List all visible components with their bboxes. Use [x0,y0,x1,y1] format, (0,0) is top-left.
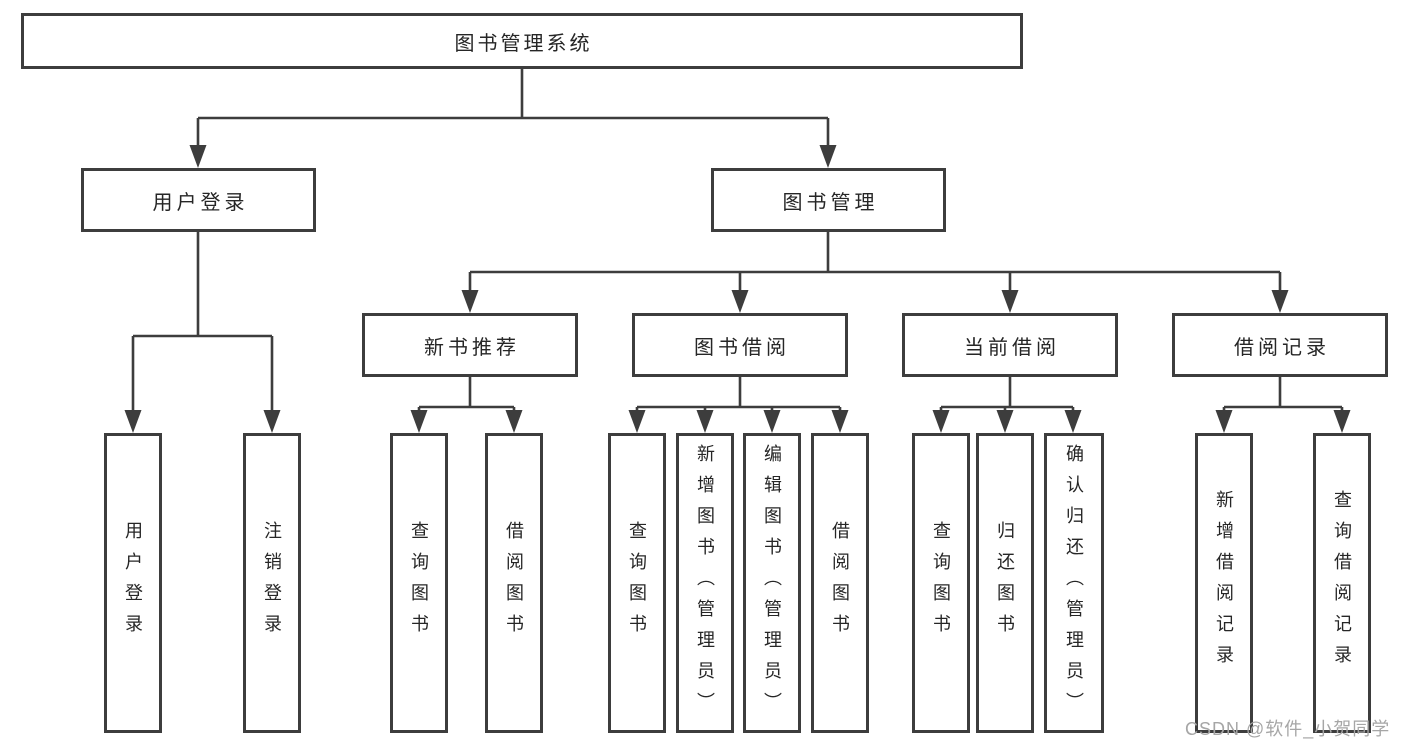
node-root-system: 图书管理系统 [21,13,1023,69]
connector-bookmgmt-to-level3 [468,232,1282,294]
node-borrow-records: 借阅记录 [1172,313,1388,377]
node-label: 借阅记录 [1234,336,1330,359]
node-label: 确认归还（管理员） [1064,443,1084,723]
node-label: 编辑图书（管理员） [762,443,782,723]
node-label: 图书管理 [782,191,879,214]
node-label: 新增图书（管理员） [695,443,715,723]
leaf-query-books-current: 查询图书 [912,433,970,733]
connector-newbooks-to-leaves [417,377,516,414]
connector-borrow-to-leaves [635,377,842,414]
node-label: 归还图书 [995,521,1015,645]
node-user-login: 用户登录 [81,168,316,232]
node-label: 借阅图书 [504,521,524,645]
node-label: 查询图书 [931,521,951,645]
node-book-borrow: 图书借阅 [632,313,848,377]
leaf-edit-books-admin: 编辑图书（管理员） [743,433,801,733]
csdn-watermark: CSDN @软件_小贺同学 [1185,719,1391,739]
node-label: 查询图书 [627,521,647,645]
node-label: 借阅图书 [830,521,850,645]
connector-current-to-leaves [939,377,1075,414]
node-label: 新增借阅记录 [1214,490,1234,676]
node-label: 查询图书 [409,521,429,645]
connector-records-to-leaves [1222,377,1344,414]
leaf-user-login: 用户登录 [104,433,162,733]
leaf-add-books-admin: 新增图书（管理员） [676,433,734,733]
node-label: 用户登录 [152,191,249,214]
leaf-borrow-books-recommend: 借阅图书 [485,433,543,733]
node-label: 图书管理系统 [454,32,593,55]
connector-root-to-level2 [196,69,830,147]
leaf-borrow-books: 借阅图书 [811,433,869,733]
node-label: 当前借阅 [964,336,1060,359]
connector-userlogin-to-leaves [131,232,274,413]
leaf-add-borrow-record: 新增借阅记录 [1195,433,1253,733]
leaf-query-books-borrow: 查询图书 [608,433,666,733]
leaf-return-books: 归还图书 [976,433,1034,733]
node-label: 注销登录 [262,521,282,645]
leaf-query-books-recommend: 查询图书 [390,433,448,733]
node-current-borrow: 当前借阅 [902,313,1118,377]
node-label: 用户登录 [123,521,143,645]
node-label: 新书推荐 [424,336,520,359]
node-label: 图书借阅 [694,336,790,359]
node-label: 查询借阅记录 [1332,490,1352,676]
leaf-confirm-return-admin: 确认归还（管理员） [1044,433,1104,733]
leaf-logout: 注销登录 [243,433,301,733]
leaf-query-borrow-record: 查询借阅记录 [1313,433,1371,733]
node-book-management: 图书管理 [711,168,946,232]
node-new-book-recommend: 新书推荐 [362,313,578,377]
